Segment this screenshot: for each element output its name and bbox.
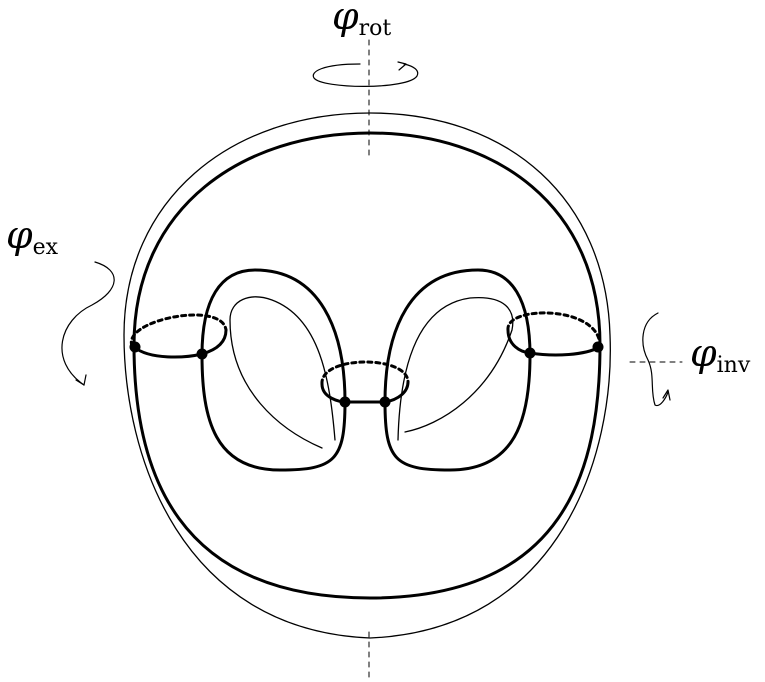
label-inv: φinv — [690, 331, 751, 378]
rotation-arrow — [312, 63, 419, 87]
label-ex-subscript: ex — [33, 235, 59, 260]
exchange-arrow — [61, 261, 115, 386]
inner-surface-outline — [132, 131, 602, 600]
inversion-arrow — [642, 312, 669, 407]
point-right-inner — [524, 347, 536, 359]
center-cut-front — [320, 380, 410, 404]
label-ex-symbol: φ — [6, 213, 33, 257]
left-cut-front — [132, 328, 228, 359]
rotation-arrowhead — [397, 61, 407, 71]
label-inv-symbol: φ — [690, 331, 717, 375]
point-right-outer — [592, 341, 604, 353]
point-left-inner — [196, 348, 208, 360]
label-ex: φex — [6, 213, 59, 260]
exchange-arrowhead — [75, 374, 87, 386]
outer-surface-outline — [123, 112, 611, 639]
center-cut-back — [320, 360, 410, 386]
left-handle-inner — [229, 296, 336, 449]
point-center-right — [379, 396, 391, 408]
label-rot-subscript: rot — [359, 16, 392, 41]
label-rot: φrot — [332, 0, 391, 41]
point-left-outer — [129, 341, 141, 353]
point-center-left — [339, 396, 351, 408]
right-cut-front — [506, 328, 602, 357]
right-cut-back — [506, 311, 602, 348]
label-inv-subscript: inv — [717, 353, 751, 378]
right-handle-inner — [397, 296, 514, 441]
left-cut-back — [130, 313, 228, 348]
label-rot-symbol: φ — [332, 0, 359, 38]
inversion-arrowhead — [662, 389, 671, 401]
